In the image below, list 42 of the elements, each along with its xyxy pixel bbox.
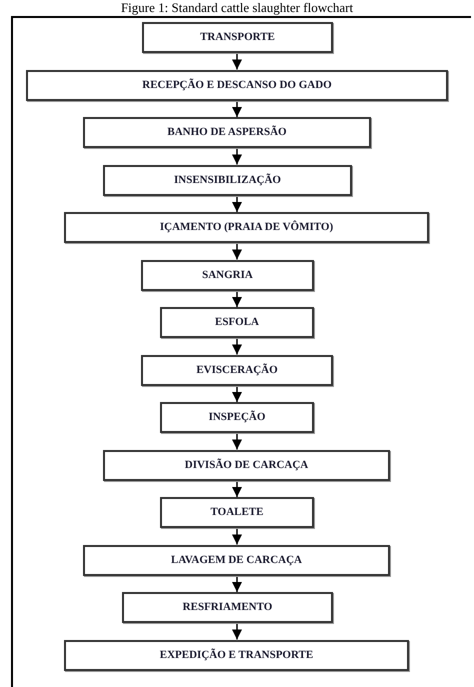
arrow [232, 196, 242, 212]
process-box [141, 260, 314, 290]
process-box [160, 402, 314, 433]
step-label: EVISCERAÇÃO [196, 362, 278, 378]
arrow [232, 528, 242, 544]
figure-title: Figure 1: Standard cattle slaughter flowchart [120, 0, 354, 15]
step-label: LAVAGEM DE CARCAÇA [171, 552, 302, 568]
arrow [232, 433, 242, 450]
process-box [160, 497, 314, 528]
process-box [83, 117, 371, 148]
process-box [64, 640, 409, 670]
step-label: ESFOLA [214, 315, 259, 330]
process-box [103, 450, 390, 480]
process-box [141, 354, 333, 386]
process-box [64, 212, 429, 243]
arrow [232, 243, 242, 260]
step-label: INSPEÇÃO [208, 410, 266, 426]
arrow [232, 623, 242, 640]
process-box [142, 22, 333, 53]
arrow [232, 53, 242, 70]
arrow [232, 386, 242, 402]
step-label: RESFRIAMENTO [182, 600, 272, 616]
step-label: TRANSPORTE [200, 30, 275, 46]
step-label: BANHO DE ASPERSÃO [167, 124, 287, 140]
arrow [232, 480, 242, 497]
arrow [232, 338, 242, 354]
process-box [83, 544, 390, 576]
step-label: EXPEDIÇÃO E TRANSPORTE [160, 648, 314, 663]
step-label: SANGRIA [202, 268, 253, 283]
step-label: INSENSIBILIZAÇÃO [174, 172, 281, 188]
arrow [232, 290, 242, 307]
process-box [26, 70, 448, 100]
step-label: TOALETE [210, 505, 264, 520]
process-box [122, 592, 333, 623]
step-label: IÇAMENTO (PRAIA DE VÔMITO) [160, 220, 334, 236]
step-label: RECEPÇÃO E DESCANSO DO GADO [142, 78, 332, 93]
arrow [232, 100, 242, 117]
process-box [160, 307, 314, 338]
arrow [232, 148, 242, 164]
arrow [232, 576, 242, 592]
process-box [103, 164, 352, 196]
step-label: DIVISÃO DE CARCAÇA [184, 458, 308, 473]
